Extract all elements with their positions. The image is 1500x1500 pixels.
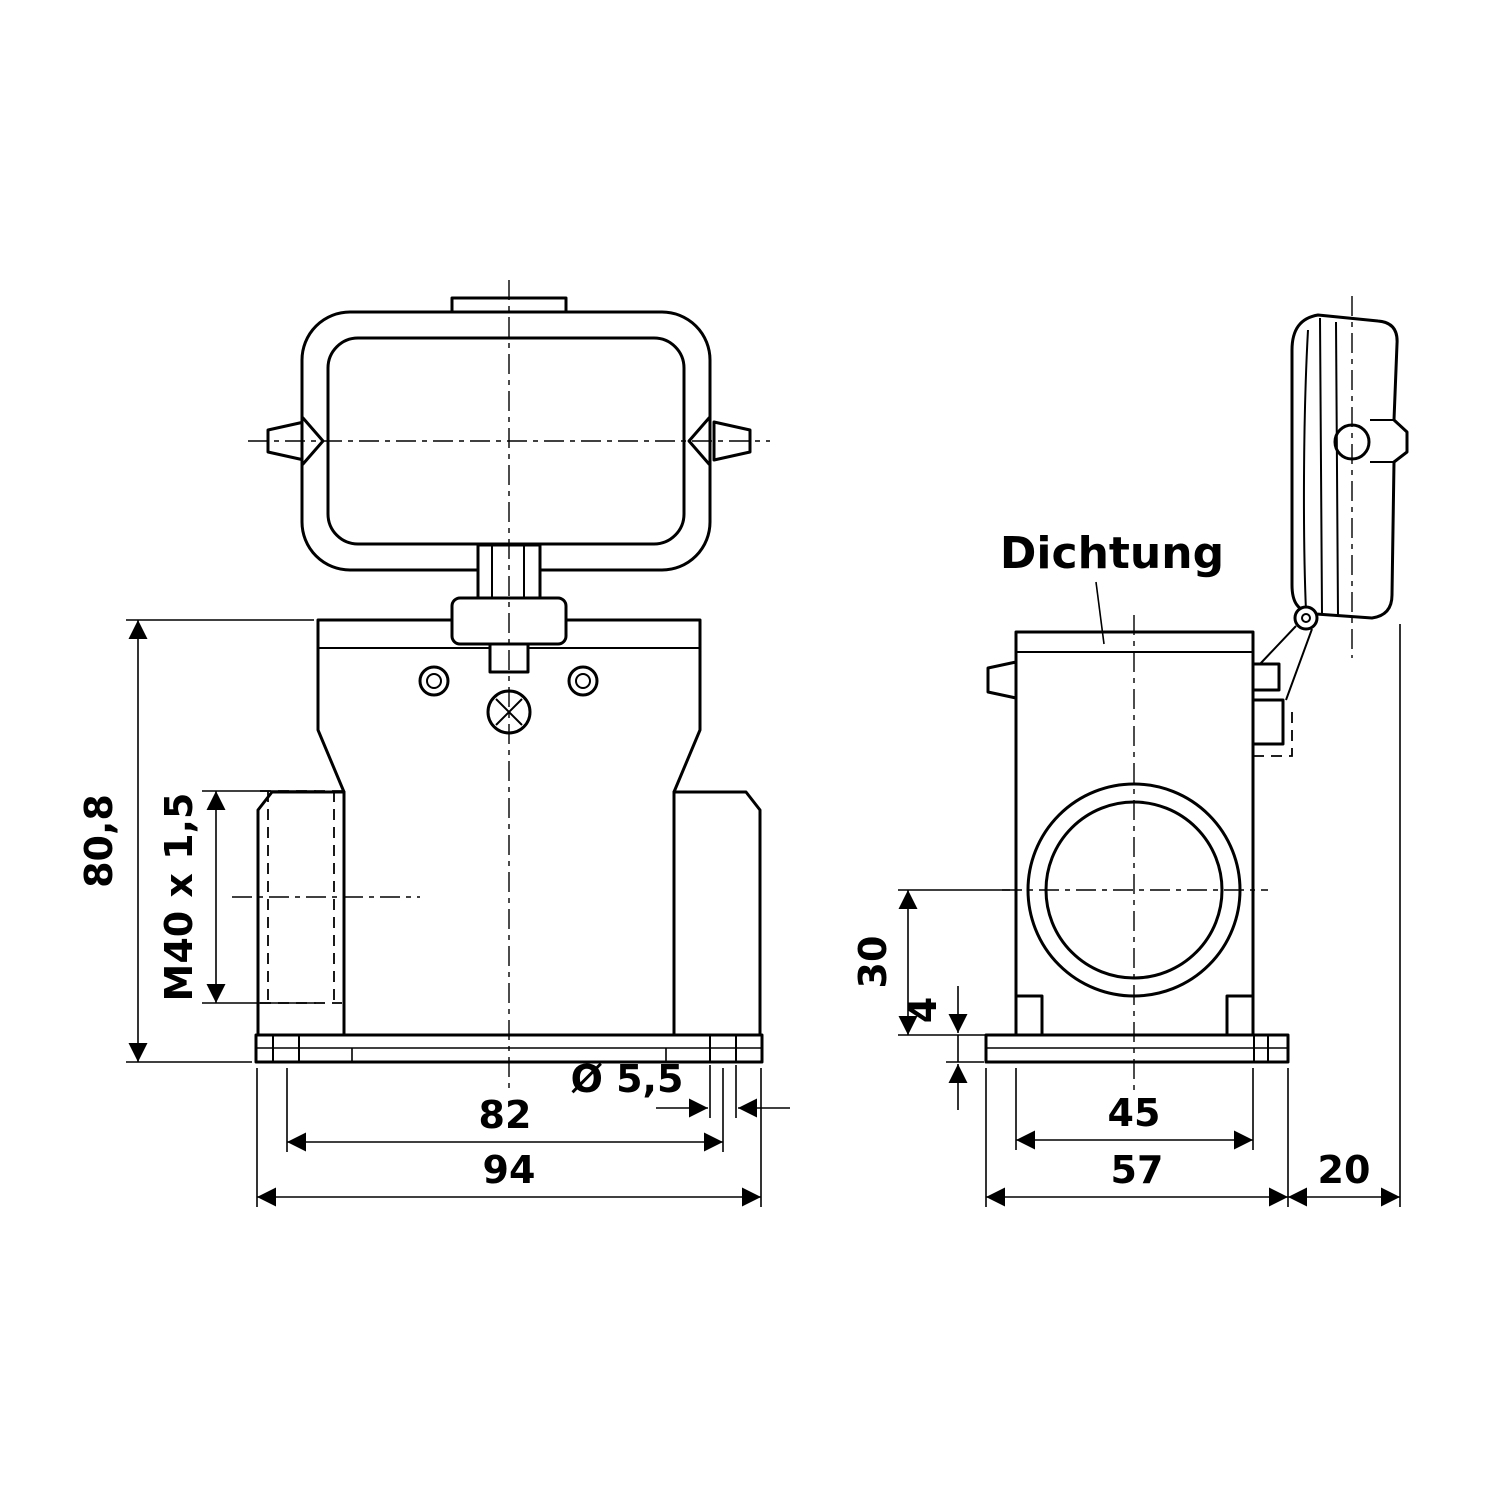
dim-overall-width: 94 — [256, 1068, 762, 1207]
cover-side-outline — [1290, 313, 1409, 620]
dim-body-depth: 45 — [1015, 1068, 1254, 1150]
dim-label-flange-thickness: 4 — [901, 997, 945, 1023]
dim-flange-depth: 57 — [985, 1068, 1289, 1207]
dim-flange-thickness: 4 — [901, 986, 984, 1110]
side-view: Dichtung 30 4 45 — [851, 296, 1409, 1207]
front-view: 80,8 M40 x 1,5 82 94 — [77, 280, 790, 1207]
hinge-pivot — [1293, 605, 1319, 631]
dim-thread: M40 x 1,5 — [157, 790, 316, 1004]
centerlines-side — [1002, 296, 1353, 1090]
dim-label-height: 80,8 — [77, 794, 121, 888]
side-pin — [986, 660, 1018, 700]
dim-height: 80,8 — [77, 619, 314, 1063]
dim-label-overall-width: 94 — [483, 1148, 536, 1192]
seal-callout: Dichtung — [1000, 528, 1224, 645]
dim-hole-diameter: Ø 5,5 — [571, 1057, 790, 1118]
centerlines-front — [232, 280, 770, 1090]
dim-label-hole-pitch: 82 — [479, 1093, 532, 1137]
housing-side — [984, 605, 1319, 1064]
hinge-pin-side — [1251, 662, 1281, 692]
left-cable-boss — [256, 790, 346, 1037]
dim-label-body-depth: 45 — [1108, 1091, 1161, 1135]
hinged-cover-side — [1290, 313, 1409, 620]
right-screw-head — [567, 665, 599, 697]
dim-label-cover-depth: 20 — [1318, 1148, 1371, 1192]
dim-label-flange-depth: 57 — [1111, 1148, 1164, 1192]
seal-label: Dichtung — [1000, 528, 1224, 579]
seal-leader-line — [1095, 581, 1105, 645]
dim-label-hole-diameter: Ø 5,5 — [571, 1057, 684, 1101]
dim-label-center-height: 30 — [851, 936, 895, 989]
dim-label-thread: M40 x 1,5 — [157, 793, 201, 1002]
dim-cover-depth: 20 — [1288, 624, 1401, 1207]
mounting-holes — [272, 1035, 737, 1062]
dim-center-height: 30 — [851, 889, 1014, 1036]
right-cable-boss — [672, 790, 762, 1037]
dim-hole-pitch: 82 — [286, 1068, 724, 1152]
hinge-block — [1251, 698, 1285, 746]
left-screw-head — [418, 665, 450, 697]
